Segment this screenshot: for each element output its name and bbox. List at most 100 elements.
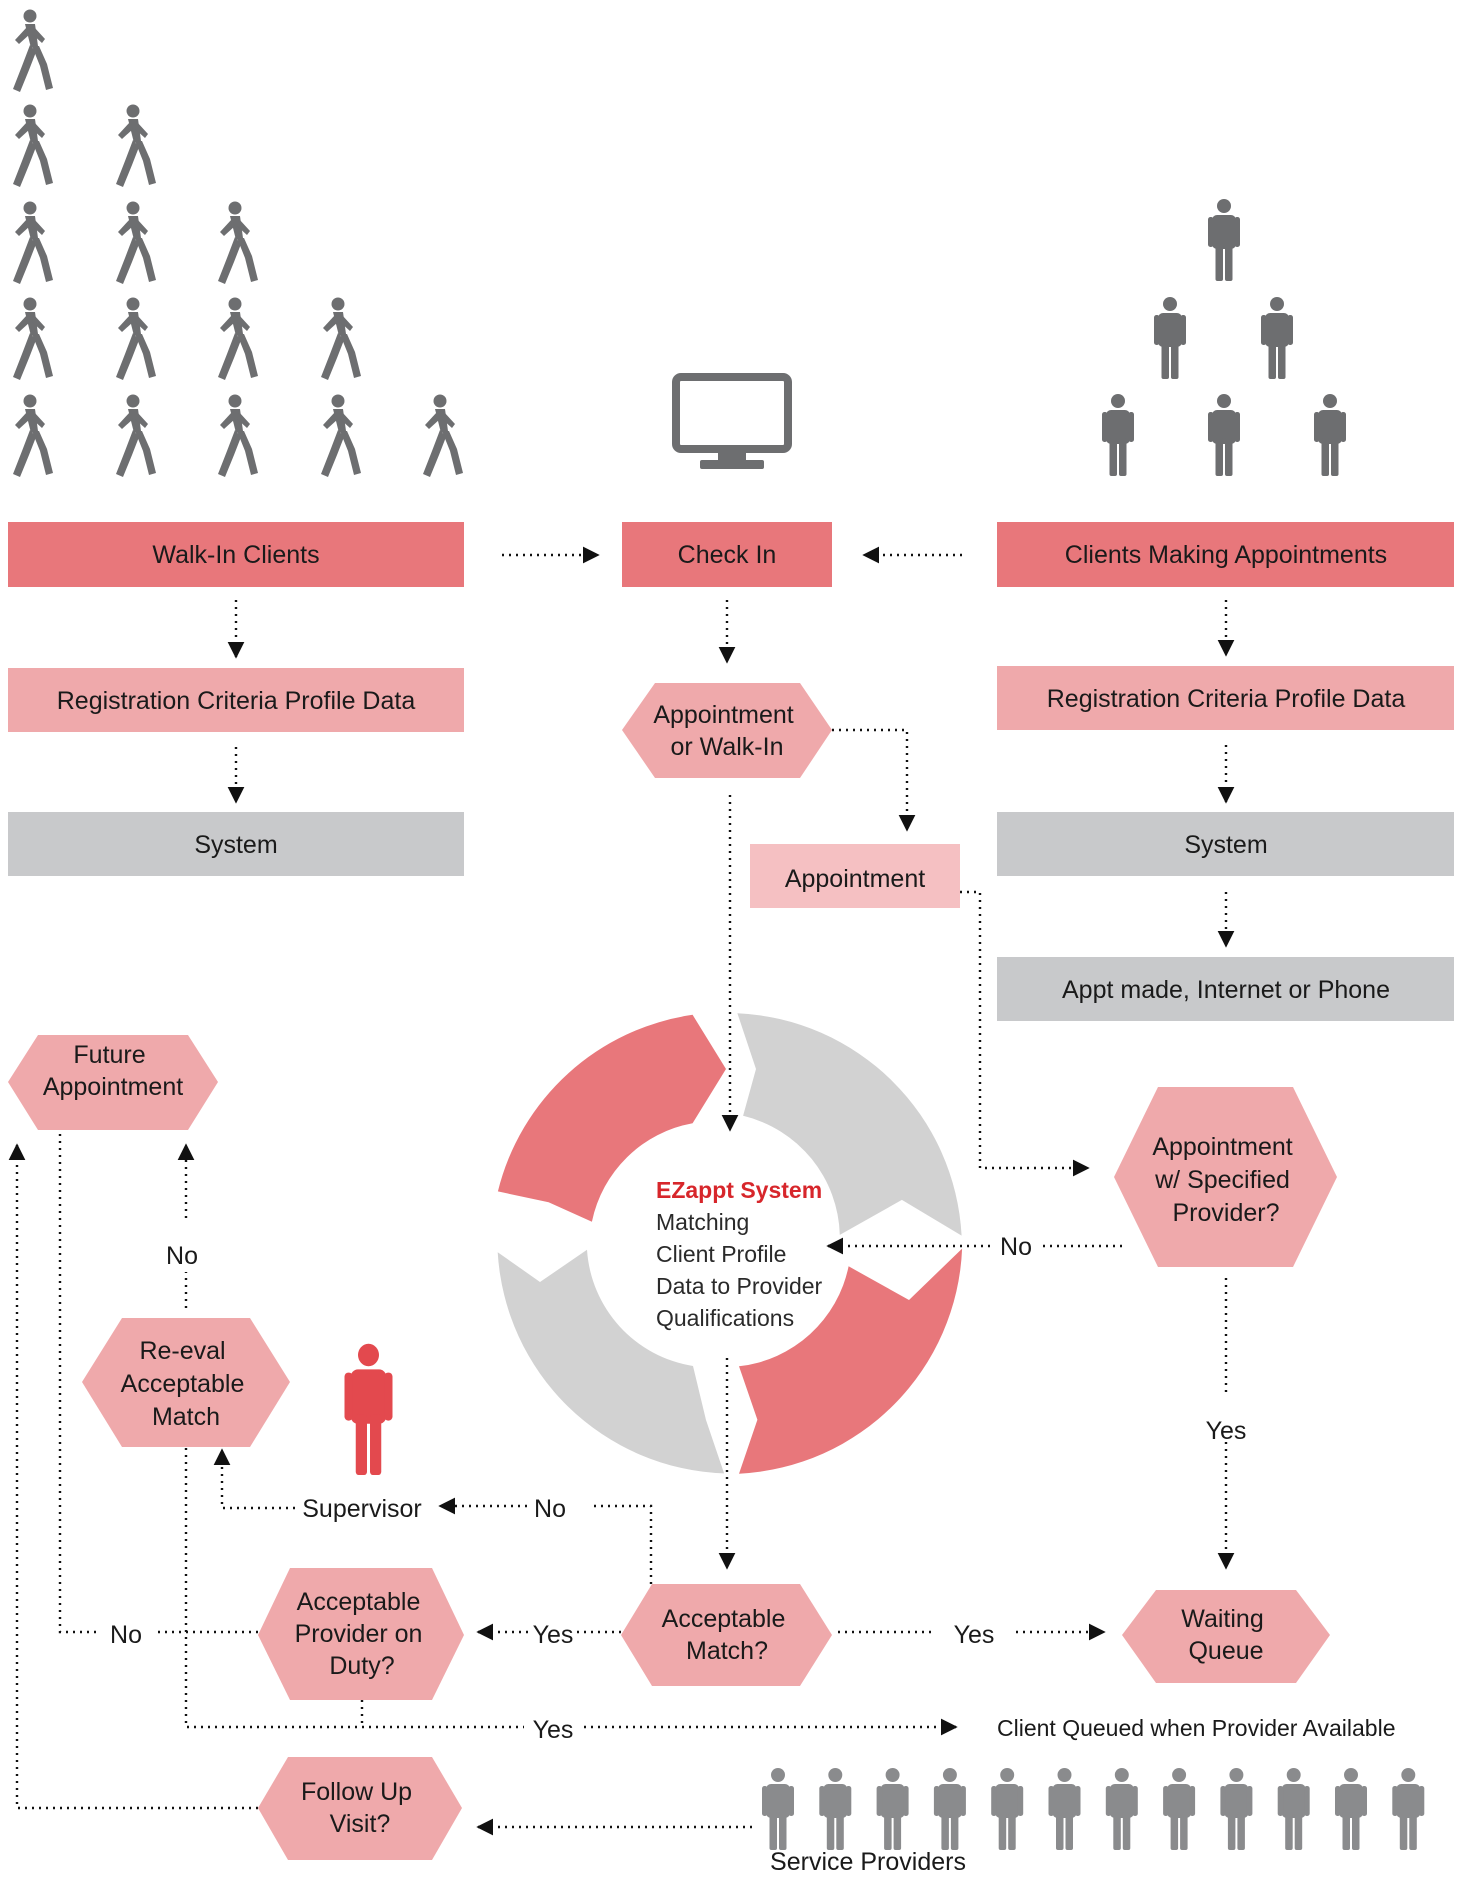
service-provider-person-icon <box>1048 1768 1081 1850</box>
decision-follow-up-visit: Follow Up Visit? <box>258 1757 462 1860</box>
decision-future-appointment-line-1: Future <box>73 1041 145 1069</box>
arrow-appointment-to-specified <box>960 890 1090 1177</box>
svg-text:Future Appointment: Future Appointment <box>43 1041 183 1101</box>
decision-waiting-queue: Waiting Queue <box>1122 1590 1330 1683</box>
registration-left-box: Registration Criteria Profile Data <box>8 668 464 732</box>
decision-appointment-or-walkin-line-2: or Walk-In <box>671 733 784 761</box>
appointment-box: Appointment <box>750 844 960 908</box>
service-provider-person-icon <box>933 1768 966 1850</box>
system-left-label: System <box>194 831 277 859</box>
decision-acceptable-provider-on-duty: Acceptable Provider on Duty? <box>258 1568 464 1700</box>
decision-waiting-queue-line-1: Waiting <box>1181 1605 1263 1633</box>
check-in-box: Check In <box>622 522 832 587</box>
decision-on-duty-line-1: Acceptable <box>297 1588 421 1616</box>
system-right-box: System <box>997 812 1454 876</box>
clients-making-appointments-label: Clients Making Appointments <box>1065 541 1387 569</box>
walking-person-icon <box>13 104 53 187</box>
service-provider-person-icon <box>762 1768 794 1850</box>
decision-specified-provider-line-2: w/ Specified <box>1154 1166 1290 1194</box>
decision-re-eval-line-1: Re-eval <box>139 1337 225 1365</box>
service-provider-person-icon <box>1163 1768 1196 1850</box>
core-line-4: Qualifications <box>656 1305 794 1331</box>
appointment-label: Appointment <box>785 865 925 893</box>
line-no-to-future <box>58 1125 96 1634</box>
service-provider-person-icon <box>1105 1768 1138 1850</box>
svg-text:Re-eval Acceptable: Re-eval Acceptable Match <box>121 1337 252 1431</box>
walk-in-clients-box: Walk-In Clients <box>8 522 464 587</box>
decision-follow-up-line-1: Follow Up <box>301 1778 412 1806</box>
ezappt-title: EZappt System <box>656 1177 822 1203</box>
walking-person-icon <box>116 394 156 477</box>
label-yes-on-duty: Yes <box>533 1621 574 1649</box>
service-provider-person-icon <box>1392 1768 1425 1850</box>
decision-re-eval-line-3: Match <box>152 1403 220 1431</box>
cycle-arrow-gray-top <box>737 1013 962 1236</box>
service-provider-person-icon <box>876 1768 909 1850</box>
decision-waiting-queue-line-2: Queue <box>1188 1637 1263 1665</box>
registration-right-box: Registration Criteria Profile Data <box>997 666 1454 730</box>
check-in-label: Check In <box>678 541 777 569</box>
walking-person-icon <box>116 104 156 187</box>
connectors <box>8 546 1235 1836</box>
cycle-arrow-gray-bottom <box>497 1249 725 1474</box>
core-line-3: Data to Provider <box>656 1273 823 1299</box>
svg-text:Waiting Queue: Waiting Queue <box>1181 1605 1270 1665</box>
appointment-people-icons <box>1102 199 1346 476</box>
svg-text:Acceptable Provider on: Acceptable Provider on Duty? <box>295 1588 430 1680</box>
cycle-arrow-red-bottom <box>739 1248 963 1474</box>
label-yes-queued: Yes <box>533 1716 574 1744</box>
decision-appointment-or-walkin: Appointment or Walk-In <box>622 683 832 778</box>
walking-people-icons <box>13 9 463 477</box>
supervisor-person-icon <box>344 1343 393 1475</box>
line-match-no <box>594 1504 653 1584</box>
label-service-providers: Service Providers <box>770 1848 966 1876</box>
decision-specified-provider-line-1: Appointment <box>1152 1133 1292 1161</box>
decision-re-eval-line-2: Acceptable <box>121 1370 245 1398</box>
registration-right-label: Registration Criteria Profile Data <box>1047 685 1406 713</box>
walking-person-icon <box>423 394 463 477</box>
arrow-followup-to-future <box>8 1143 258 1810</box>
label-no-on-duty: No <box>110 1621 142 1649</box>
ezappt-core-text: EZappt System Matching Client Profile Da… <box>656 1177 829 1331</box>
label-no-supervisor: No <box>534 1495 566 1523</box>
arrow-supervisor-to-reeval <box>213 1448 295 1510</box>
standing-person-icon <box>1261 297 1293 379</box>
standing-person-icon <box>1154 297 1186 379</box>
label-no-to-core: No <box>1000 1233 1032 1261</box>
walking-person-icon <box>321 394 361 477</box>
arrow-decision-to-appointment <box>832 728 916 832</box>
computer-monitor-icon <box>672 373 792 469</box>
decision-acceptable-match-line-1: Acceptable <box>662 1605 786 1633</box>
service-provider-person-icon <box>1277 1768 1310 1850</box>
svg-text:Follow Up Visit?: Follow Up Visit? <box>301 1778 419 1838</box>
system-left-box: System <box>8 812 464 876</box>
svg-text:Acceptable Match?: Acceptable Match? <box>662 1605 793 1665</box>
svg-text:Appointment w/ Specified: Appointment w/ Specified Provider? <box>1152 1133 1299 1227</box>
decision-specified-provider-line-3: Provider? <box>1173 1199 1280 1227</box>
walking-person-icon <box>13 297 53 380</box>
label-yes-waiting: Yes <box>954 1621 995 1649</box>
walk-in-clients-label: Walk-In Clients <box>152 541 319 569</box>
standing-person-icon <box>1208 199 1240 281</box>
walking-person-icon <box>218 297 258 380</box>
registration-left-label: Registration Criteria Profile Data <box>57 687 416 715</box>
walking-person-icon <box>218 394 258 477</box>
decision-future-appointment-line-2: Appointment <box>43 1073 183 1101</box>
walking-person-icon <box>13 201 53 284</box>
walking-person-icon <box>218 201 258 284</box>
decision-follow-up-line-2: Visit? <box>330 1810 391 1838</box>
decision-future-appointment: Future Appointment <box>8 1035 218 1130</box>
standing-person-icon <box>1208 394 1240 476</box>
decision-acceptable-match-line-2: Match? <box>686 1637 768 1665</box>
svg-text:Matching Client Profile: Matching Client Profile Data to Provider… <box>656 1209 829 1331</box>
walking-person-icon <box>13 9 53 92</box>
ezappt-cycle <box>497 1013 963 1474</box>
svg-text:Appointment or Walk-In: Appointment or Walk-In <box>653 701 800 761</box>
line-reeval-down <box>184 1448 362 1729</box>
walking-person-icon <box>321 297 361 380</box>
label-yes-specified: Yes <box>1206 1417 1247 1445</box>
standing-person-icon <box>1314 394 1346 476</box>
standing-person-icon <box>1102 394 1134 476</box>
edge-labels: No No Yes Supervisor No No Yes Yes Yes C… <box>110 1233 1395 1876</box>
